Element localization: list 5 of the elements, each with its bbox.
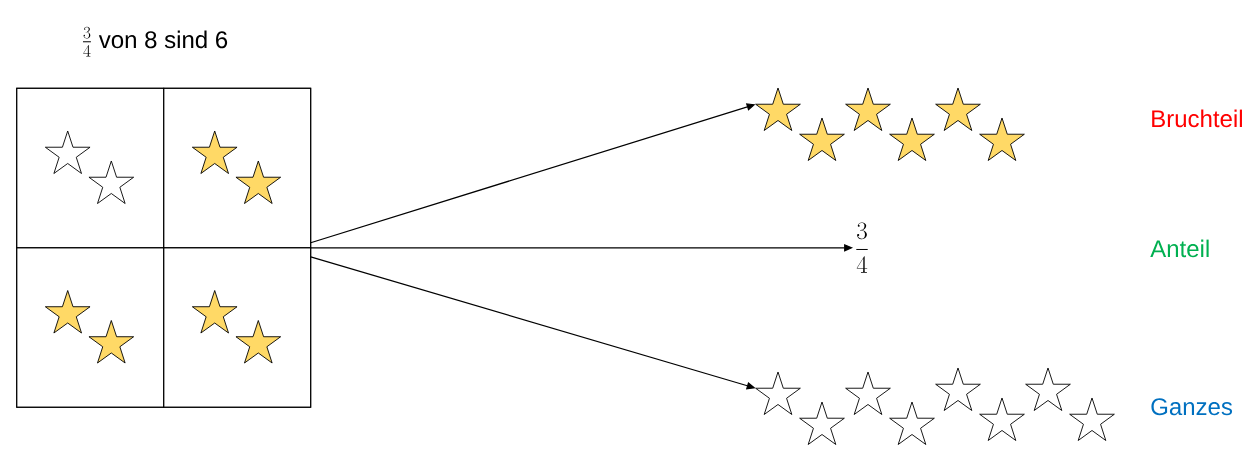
row-label: Ganzes: [1151, 398, 1233, 416]
title: $\frac{3}{4}\text{ von 8 sind 6}$: [83, 26, 228, 57]
row-label: Anteil: [1150, 239, 1209, 258]
fraction: $\frac{3}{4}$: [856, 222, 868, 273]
row-label: Bruchteil: [1152, 109, 1242, 128]
